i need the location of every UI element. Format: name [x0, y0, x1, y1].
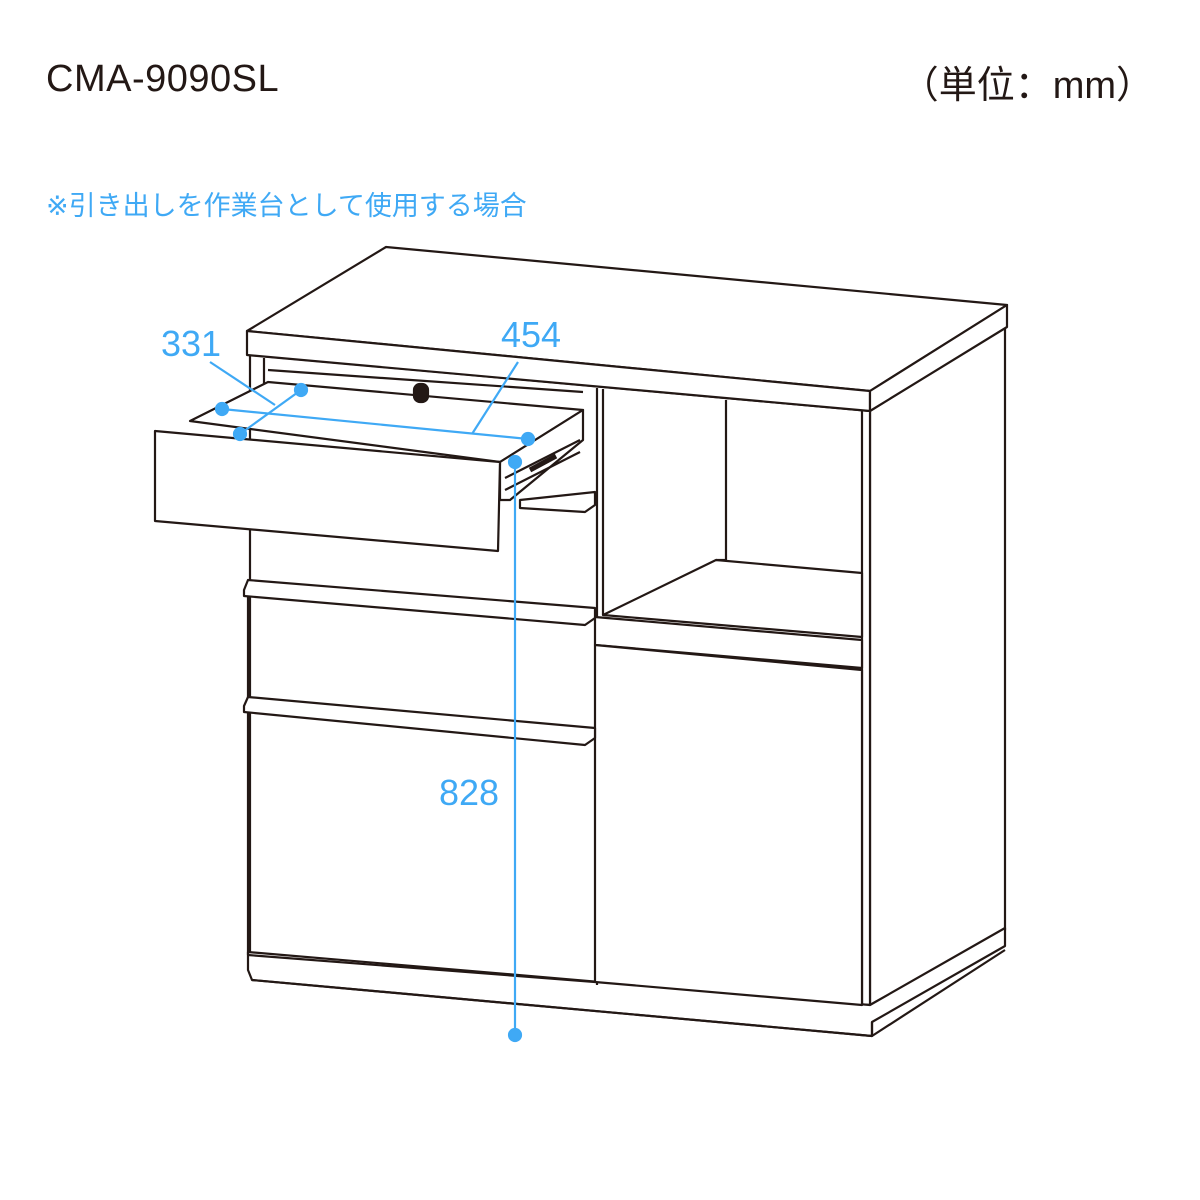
- cabinet-side-panel: [868, 325, 1007, 1007]
- working-height-label: 828: [439, 772, 499, 813]
- usage-note: ※引き出しを作業台として使用する場合: [46, 191, 527, 221]
- right-door: [593, 643, 864, 1007]
- drawer-handle-3: [242, 695, 597, 747]
- depth-dimension-line: [239, 389, 302, 435]
- right-door-handle-rail: [593, 615, 864, 670]
- cabinet-outline: [153, 245, 1009, 1038]
- drawer-depth-label: 331: [161, 323, 221, 364]
- lock-knob-icon: [412, 382, 430, 404]
- width-dimension-line: [221, 407, 529, 441]
- niche-shelf: [601, 558, 864, 639]
- dimension-lines: [209, 361, 536, 1043]
- drawer-handle-1: [518, 490, 597, 514]
- unit-label: （単位：mm）: [900, 65, 1154, 107]
- drawer-handle-2: [242, 578, 597, 627]
- open-drawer-front: [153, 429, 502, 553]
- drawer-width-label: 454: [501, 314, 561, 355]
- model-title: CMA-9090SL: [46, 58, 280, 100]
